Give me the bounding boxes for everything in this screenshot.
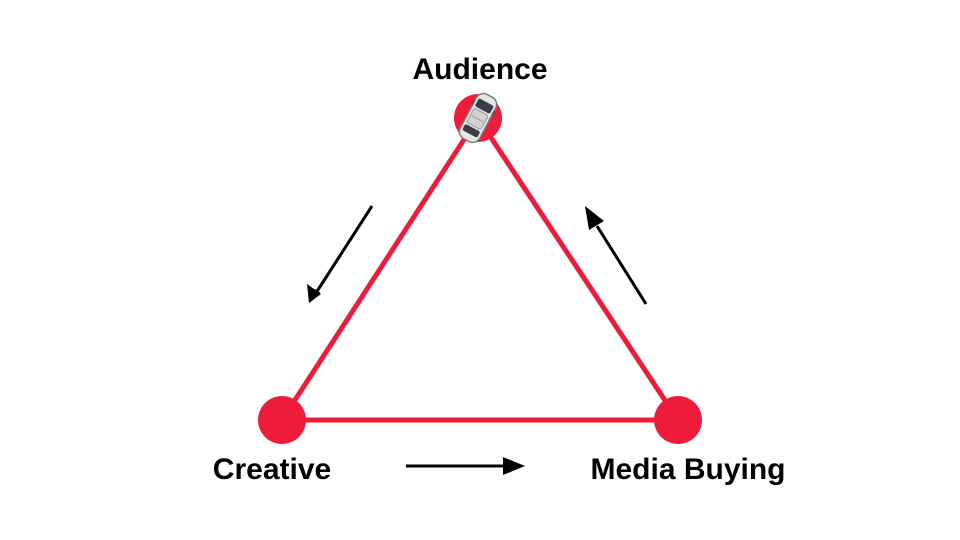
flow-arrow-audience-to-creative bbox=[307, 205, 374, 303]
edge-audience-creative bbox=[279, 115, 481, 423]
flow-arrow-creative-to-media-buying bbox=[406, 457, 525, 475]
minivan-icon bbox=[458, 92, 498, 144]
label-media-buying: Media Buying bbox=[590, 453, 785, 486]
label-creative: Creative bbox=[213, 453, 331, 486]
label-audience: Audience bbox=[412, 53, 547, 86]
edge-media-buying-audience bbox=[475, 115, 681, 423]
flow-arrow-media-buying-to-audience bbox=[585, 206, 648, 305]
node-creative bbox=[258, 396, 306, 444]
node-media-buying bbox=[654, 396, 702, 444]
